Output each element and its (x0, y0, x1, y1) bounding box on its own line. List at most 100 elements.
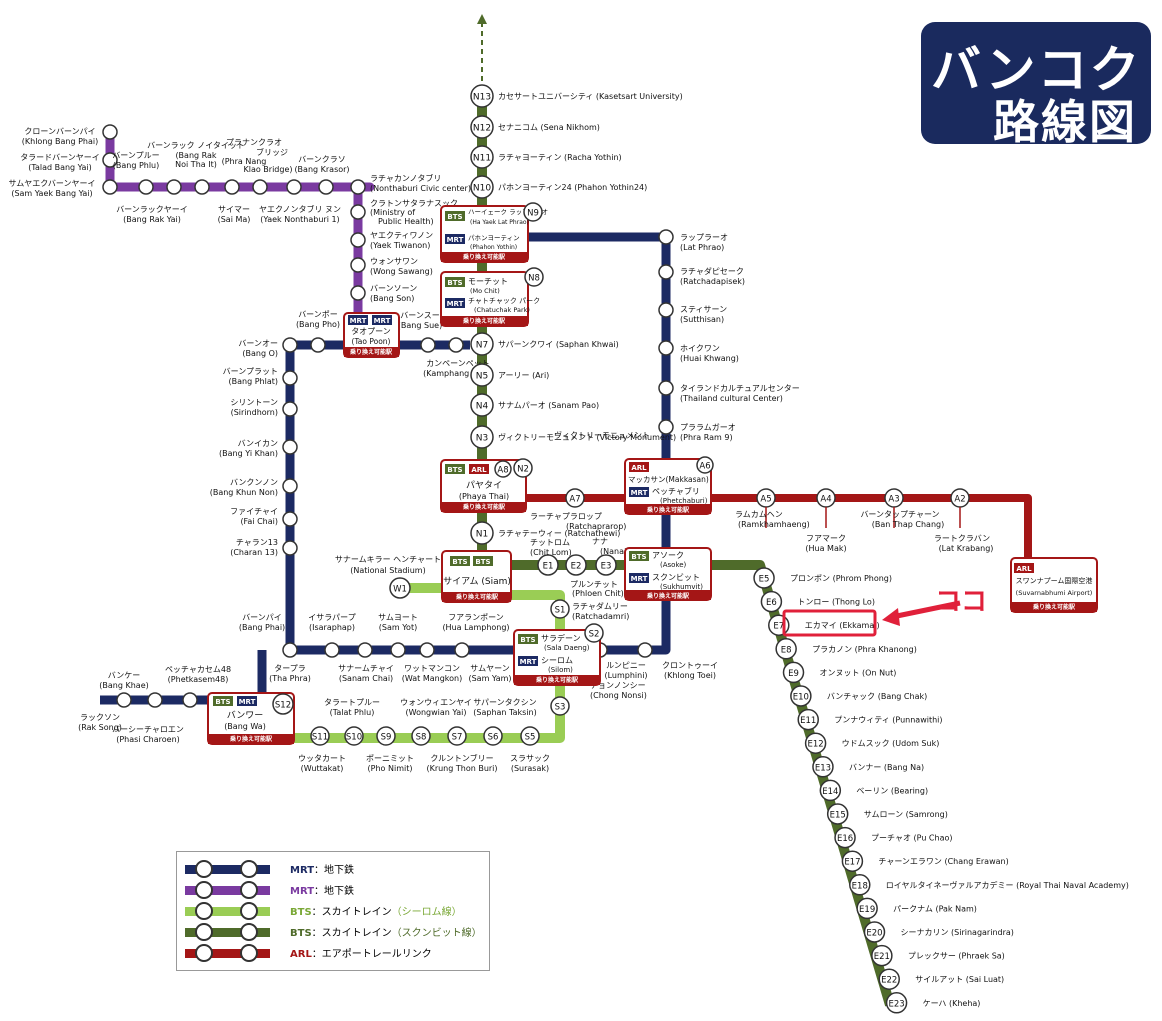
station-label: (Chit Lom) (530, 548, 572, 557)
line-tag (237, 696, 257, 706)
legend-key: ARL (290, 949, 312, 960)
station-name: サパーンクワイ (Saphan Khwai) (498, 340, 619, 349)
station-name: チャーンエラワン (Chang Erawan) (878, 857, 1008, 866)
station-label: (Ramkhamhaeng) (738, 520, 810, 529)
station-label: (Surasak) (511, 764, 549, 773)
line-tag (1014, 563, 1034, 573)
legend-row: MRT：地下鉄 (185, 881, 485, 899)
line-tag-text: BTS (215, 698, 230, 706)
station-code: N3 (476, 434, 488, 444)
station-code-marker (753, 567, 775, 589)
station-name-en: (Sutthisan) (680, 315, 724, 324)
station-name-en: (Khlong Toei) (664, 671, 716, 680)
station-marker-purple (102, 179, 118, 195)
station-code-marker (389, 577, 411, 599)
station-code-marker (797, 708, 819, 731)
station-label: (Ministry of (370, 208, 415, 217)
station-name-ja: バーンオー (238, 339, 278, 348)
station-code-marker (584, 623, 604, 643)
station-name-en: (Bang O) (242, 349, 278, 358)
station-code: E5 (759, 575, 770, 585)
station-name: パホンヨーティン24 (Phahon Yothin24) (498, 183, 647, 192)
station-label: マッカサン(Makkasan) (628, 475, 709, 484)
station-marker (282, 540, 298, 556)
line-tag (445, 298, 465, 308)
line-tag-text: MRT (239, 698, 256, 706)
station-name-ja: ワットマンコン (404, 664, 460, 673)
station-name: ケーハ (Kheha) (923, 999, 981, 1008)
station-name: アーリー (Ari) (498, 371, 549, 380)
station-name-ja: フアランポーン (448, 613, 504, 622)
station-name-en: (Bang Pho) (296, 320, 340, 329)
station-code: A4 (820, 495, 831, 505)
station-code-marker (760, 590, 783, 613)
station-label: (Nana) (600, 547, 627, 556)
interchange-phayathai-footer (441, 502, 526, 512)
line-tag-text: MRT (447, 300, 464, 308)
station-marker-purple (350, 232, 366, 248)
station-code-marker (863, 921, 886, 943)
line-tag-text: ARL (631, 464, 647, 472)
line-tag-text: MRT (631, 575, 648, 583)
station-label: ハーイェーク ラップラーオ (468, 208, 548, 216)
line-tag (372, 315, 392, 325)
station-marker (390, 642, 406, 658)
station-name-en: (Kamphang Phet) (423, 369, 493, 378)
station-label: (Ban Thap Chang) (872, 520, 944, 529)
legend-desc: ：エアポートレールリンク (311, 949, 432, 960)
legend-station-swatch (195, 923, 213, 941)
station-label: アソーク (652, 551, 684, 560)
station-name: エカマイ (Ekkamai) (805, 621, 880, 630)
station-code: S9 (381, 733, 392, 743)
station-label: (Ratchaprarop) (566, 522, 626, 531)
station-code: A7 (569, 495, 580, 505)
station-code-marker (513, 458, 533, 478)
station-marker-purple (350, 204, 366, 220)
station-code-marker (841, 850, 864, 872)
station-marker (282, 401, 298, 417)
station-code: E3 (601, 562, 612, 572)
station-code-marker (782, 661, 805, 684)
station-marker-purple (318, 179, 334, 195)
station-label: チャトチャック パーク (468, 297, 540, 305)
station-code-marker (470, 175, 494, 199)
line-tag-text: MRT (350, 317, 367, 325)
station-name-en: (Lat Phrao) (680, 243, 724, 252)
station-code-marker (470, 115, 494, 139)
station-name-en: (Bang Phai) (239, 623, 285, 632)
line-tag-text: MRT (631, 489, 648, 497)
annotation-text: ココ (935, 587, 987, 617)
station-code: S7 (452, 733, 463, 743)
station-name-ja: バーンクラソ (298, 155, 346, 164)
station-code: N2 (517, 465, 529, 475)
line-tag (629, 487, 649, 497)
station-label: (Phra Nang (222, 157, 267, 166)
station-label: サナームキラー ヘンチャート (335, 555, 441, 564)
station-label: プラナンクラオ (226, 138, 282, 147)
station-marker (282, 439, 298, 455)
station-code: E11 (800, 716, 816, 726)
line-tag (445, 277, 465, 287)
station-code: E6 (766, 598, 777, 608)
legend-station-swatch (240, 860, 258, 878)
station-name-en: (Charan 13) (230, 548, 278, 557)
map-title-line1: バンコク (931, 41, 1142, 99)
station-label: チットロム (530, 538, 570, 547)
station-code: E15 (830, 811, 846, 821)
station-name-ja: ヤエクティワノン (370, 231, 433, 240)
legend-station-swatch (240, 923, 258, 941)
legend-key: BTS (290, 928, 312, 939)
station-name-ja: バーンソーン (370, 284, 417, 293)
station-code-marker (812, 756, 834, 778)
interchange-note: 乗り換え可能駅 (535, 676, 579, 684)
station-code-marker (523, 202, 543, 222)
station-marker (282, 478, 298, 494)
station-name-ja: バーンポー (298, 310, 338, 319)
station-name-en: (Bang Phlat) (229, 377, 278, 386)
station-name-en: (Sanam Chai) (339, 674, 393, 683)
legend-text: ARL：エアポートレールリンク (290, 945, 432, 960)
station-label: (Ha Yaek Lat Phrao) (470, 219, 529, 226)
station-code: W1 (393, 585, 407, 595)
legend-key: BTS (290, 907, 312, 918)
interchange-note: 乗り換え可能駅 (1032, 603, 1076, 611)
